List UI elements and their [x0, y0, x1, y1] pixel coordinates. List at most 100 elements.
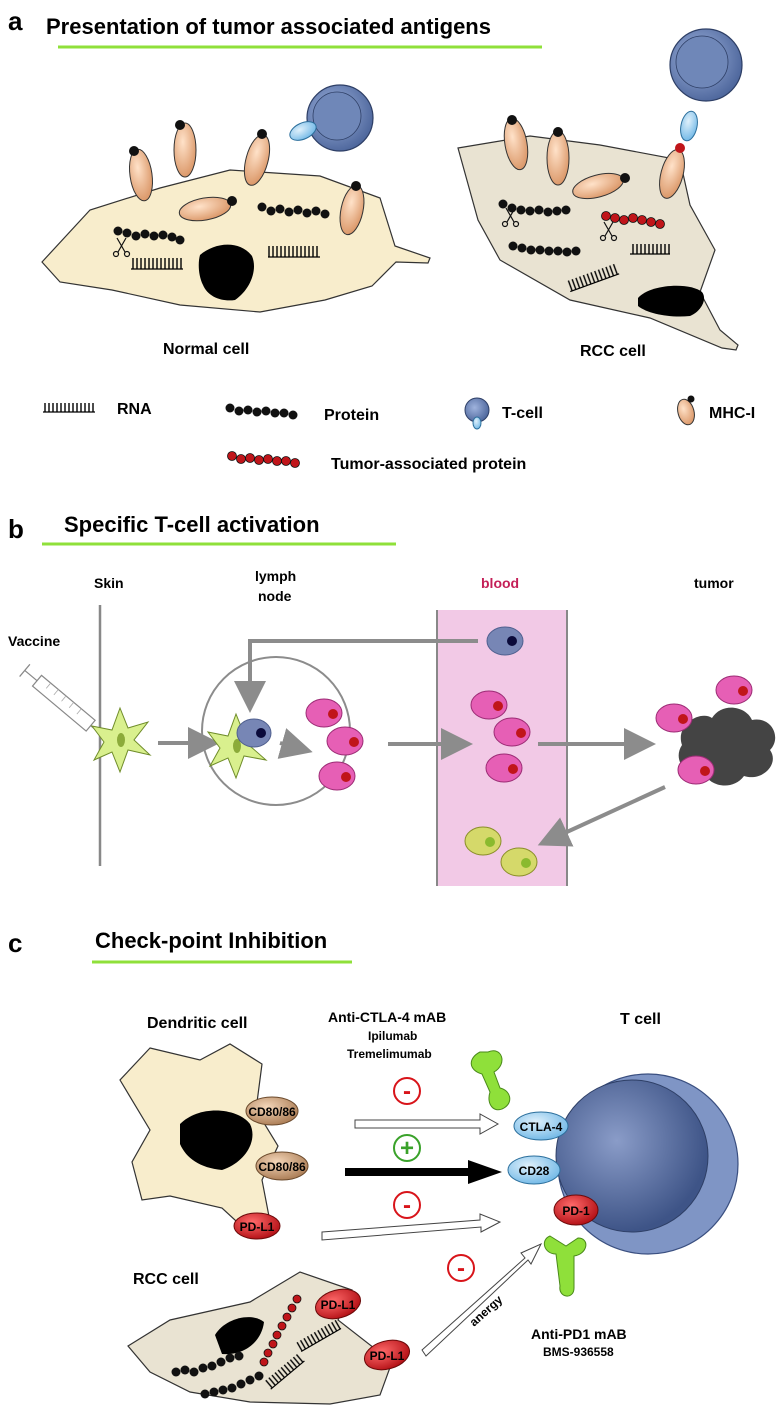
arrow [277, 728, 313, 759]
anti-pd1-antibody-icon [543, 1235, 587, 1297]
legend-tumor-protein-icon [227, 451, 300, 468]
tcell-icon [289, 84, 374, 152]
tcell-icon [669, 28, 743, 142]
legend-tumor-protein-label: Tumor-associated protein [331, 456, 526, 473]
pdl1-rcc-bottom-label: PD-L1 [370, 1349, 405, 1363]
arrow [537, 785, 666, 847]
lymph-label-line2: node [258, 588, 292, 604]
normal-cell-label: Normal cell [163, 341, 249, 358]
lymph-label-line1: lymph [255, 568, 296, 584]
tumor-label: tumor [694, 575, 734, 591]
rna-icon [566, 263, 620, 293]
arrow-ctla4 [354, 1113, 500, 1135]
anti-pd1-label: Anti-PD1 mAB [531, 1326, 627, 1342]
skin-label: Skin [94, 575, 124, 591]
pdl1-rcc-bottom: PD-L1 [363, 1339, 411, 1371]
cd80-86-top: CD80/86 [245, 1096, 299, 1126]
legend-tcell-label: T-cell [502, 405, 543, 422]
anti-ctla4-antibody-icon [470, 1050, 511, 1111]
arrow [234, 639, 478, 713]
arrow-cd28 [345, 1160, 502, 1184]
vaccine-label: Vaccine [8, 633, 60, 649]
pd1-label: PD-1 [562, 1204, 590, 1218]
panel-b-title: Specific T-cell activation [64, 512, 320, 537]
svg-text:-: - [403, 1078, 411, 1105]
arrow-anergy [421, 1242, 543, 1357]
big-tcell [555, 1073, 739, 1255]
nucleus-icon [180, 1110, 253, 1170]
legend-rna-label: RNA [117, 401, 152, 418]
blood-label: blood [481, 575, 519, 591]
rcc-cell-label: RCC cell [580, 343, 646, 360]
mhc-icon [503, 115, 685, 200]
nucleus-icon [215, 1317, 264, 1355]
nucleus-icon [638, 285, 705, 317]
naive-tcell-icon [236, 718, 272, 748]
rna-icon [131, 258, 183, 269]
legend-tcell-icon [464, 397, 490, 430]
bms-label: BMS-936558 [543, 1345, 614, 1359]
ipilumab-label: Ipilumab [368, 1029, 417, 1043]
sign-minus-anergy: - [447, 1254, 475, 1282]
pdl1-dc-label: PD-L1 [240, 1220, 275, 1234]
pdl1-rcc-top: PD-L1 [314, 1288, 362, 1320]
rna-icon [630, 244, 670, 254]
rcc-cell [457, 28, 743, 351]
mhc-icon [129, 120, 365, 236]
cd28-receptor: CD28 [507, 1155, 561, 1185]
cd80-86-bottom-label: CD80/86 [258, 1160, 306, 1174]
panel-a-letter: a [8, 6, 23, 36]
naive-tcell-icon [486, 626, 524, 656]
ctla4-label: CTLA-4 [520, 1120, 563, 1134]
protein-chain [171, 1351, 264, 1399]
legend-mhc-label: MHC-I [709, 405, 755, 422]
t-cell-label: T cell [620, 1011, 661, 1028]
rna-icon [264, 1353, 305, 1390]
panel-a-title: Presentation of tumor associated antigen… [46, 14, 491, 39]
nucleus-icon [198, 244, 255, 301]
effector-tcell-icon [305, 698, 364, 791]
sign-minus-ctla4: - [393, 1077, 421, 1105]
scissors-icon [501, 207, 618, 242]
tumor-protein-chain [601, 211, 665, 229]
panel-c: c Check-point Inhibition Dendritic cell … [8, 928, 739, 1405]
arrow-pdl1-dc [321, 1213, 502, 1241]
legend-mhc-icon [677, 395, 695, 426]
tremelimumab-label: Tremelimumab [347, 1047, 432, 1061]
panel-a: a Presentation of tumor associated antig… [8, 6, 755, 473]
cd28-label: CD28 [519, 1164, 550, 1178]
svg-text:-: - [403, 1192, 411, 1219]
ctla4-receptor: CTLA-4 [513, 1111, 569, 1141]
dendritic-cell-icon [90, 706, 152, 774]
normal-cell [41, 84, 431, 313]
anti-ctla4-label: Anti-CTLA-4 mAB [328, 1009, 446, 1025]
panel-c-letter: c [8, 928, 22, 958]
sign-plus-cd28: + [393, 1134, 421, 1162]
pdl1-dc: PD-L1 [233, 1212, 281, 1240]
dendritic-cell-label: Dendritic cell [147, 1015, 247, 1032]
tumor-protein-chain [259, 1294, 302, 1367]
svg-text:+: + [400, 1135, 414, 1162]
svg-text:-: - [457, 1255, 465, 1282]
legend: RNA Protein T-cell MHC-I Tumor-associate… [43, 395, 755, 473]
cd80-86-bottom: CD80/86 [255, 1151, 309, 1181]
exhausted-tcell-icon [464, 826, 538, 877]
panel-c-title: Check-point Inhibition [95, 928, 327, 953]
pdl1-rcc-top-label: PD-L1 [321, 1298, 356, 1312]
rcc-cell-label-c: RCC cell [133, 1271, 199, 1288]
scissors-icon [112, 237, 131, 258]
legend-rna-icon [43, 403, 95, 412]
sign-minus-pdl1: - [393, 1191, 421, 1219]
panel-b: b Specific T-cell activation Skin lymph … [8, 512, 776, 886]
protein-chain [113, 202, 330, 245]
effector-tcell-icon [470, 690, 531, 783]
effector-tcell-icon [655, 675, 753, 785]
legend-protein-icon [225, 403, 298, 420]
cd80-86-top-label: CD80/86 [248, 1105, 296, 1119]
panel-b-letter: b [8, 514, 24, 544]
rna-icon [296, 1319, 342, 1352]
pd1-receptor: PD-1 [553, 1194, 599, 1226]
legend-protein-label: Protein [324, 407, 379, 424]
rna-icon [268, 246, 320, 257]
